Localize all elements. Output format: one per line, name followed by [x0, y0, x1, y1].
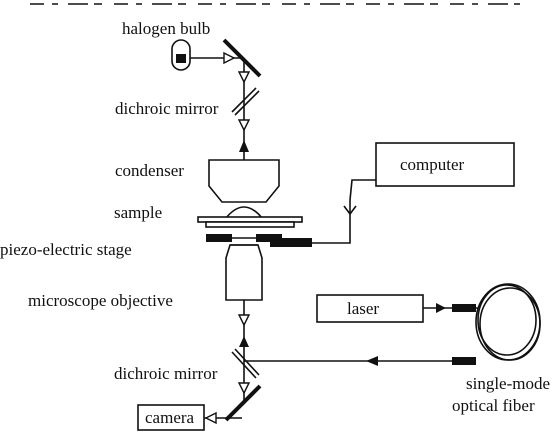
piezo-stage	[206, 234, 312, 247]
arrow-right-solid-icon	[436, 303, 446, 313]
cable-arrow-down-icon	[343, 205, 357, 216]
computer-box	[375, 142, 515, 187]
top-fold-mirror	[222, 38, 262, 78]
condenser-label: condenser	[115, 161, 184, 180]
bottom-dichroic-mirror-label: dichroic mirror	[114, 364, 218, 383]
bottom-fold-mirror	[224, 384, 262, 422]
sample-label: sample	[114, 203, 162, 222]
arrow-down-hollow-icon	[237, 119, 251, 132]
arrow-down-hollow-icon	[237, 314, 251, 327]
arrow-up-solid-icon	[239, 140, 249, 152]
fiber-connector-bottom	[452, 357, 476, 365]
microscope-objective-icon	[225, 244, 263, 301]
piezo-stage-label: piezo-electric stage	[0, 240, 132, 259]
halogen-bulb-label: halogen bulb	[122, 19, 210, 38]
arrow-left-hollow-icon	[204, 411, 217, 425]
arrow-right-hollow-icon	[223, 51, 236, 65]
laser-box	[316, 294, 424, 323]
fiber-connector-top	[452, 304, 476, 312]
fiber-coil-icon	[475, 283, 541, 361]
fiber-label-line1: single-mode	[466, 374, 550, 393]
arrow-up-solid-icon	[239, 336, 249, 347]
arrow-down-hollow-icon	[237, 382, 251, 395]
laser-label: laser	[347, 299, 379, 318]
sample-slide	[197, 216, 303, 228]
halogen-bulb-icon	[171, 39, 191, 71]
computer-label: computer	[400, 155, 465, 174]
computer-stage-cable	[312, 179, 376, 244]
arrow-left-solid-icon	[366, 356, 378, 366]
top-dichroic-mirror-icon	[231, 87, 257, 113]
microscope-objective-label: microscope objective	[28, 291, 173, 310]
bottom-dichroic-mirror-icon	[231, 351, 257, 379]
arrow-down-hollow-icon	[237, 71, 251, 84]
condenser-icon	[208, 159, 280, 219]
camera-label: camera	[145, 408, 195, 427]
top-dichroic-mirror-label: dichroic mirror	[115, 99, 219, 118]
fiber-label-line2: optical fiber	[452, 396, 535, 415]
cropped-top-text-fragment	[0, 0, 555, 10]
